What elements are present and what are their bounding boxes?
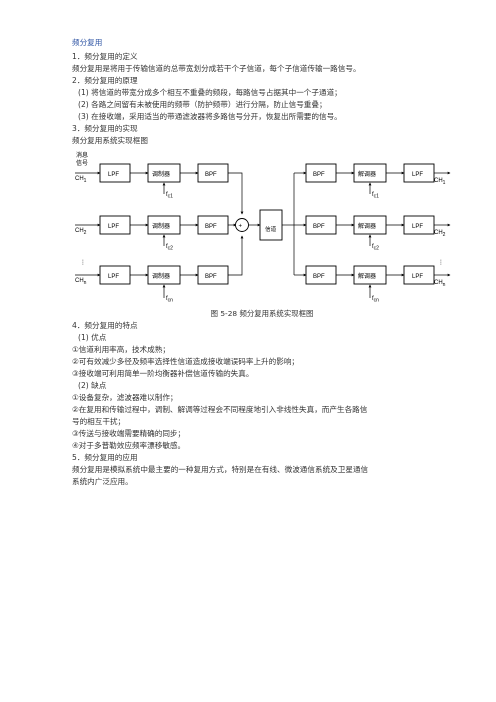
channel-label: 信道 bbox=[265, 225, 277, 233]
disadvantage-item: ②在复用和传输过程中，调制、解调等过程会不同程度地引入非线性失真，而产生各路信 bbox=[72, 405, 368, 414]
output-ch-2-label: CH2 bbox=[434, 230, 446, 238]
section-2-heading: 2．频分复用的原理 bbox=[72, 76, 138, 85]
svg-text:解调器: 解调器 bbox=[358, 272, 376, 280]
disadvantage-item: ④对于多普勒效应频率漂移敏感。 bbox=[72, 441, 186, 450]
svg-text:LPF: LPF bbox=[412, 224, 423, 230]
svg-text:BPF: BPF bbox=[313, 172, 325, 178]
svg-text:BPF: BPF bbox=[313, 224, 325, 230]
channel-row-n: CHn LPF 调制器 BPF fcn bbox=[75, 235, 244, 304]
svg-text:BPF: BPF bbox=[313, 274, 325, 280]
ellipsis-left: ⋮ bbox=[80, 259, 86, 266]
bpf-tx-n-label: BPF bbox=[205, 274, 217, 280]
bpf-tx-1-label: BPF bbox=[205, 172, 217, 178]
channel-row-2: CH2 LPF 调制器 BPF fc2 bbox=[75, 215, 237, 252]
carrier-c2-label: fc2 bbox=[166, 244, 173, 252]
input-ch-2-label: CH2 bbox=[75, 228, 87, 236]
section-2-item: (1) 将信道的带宽分成多个相互不重叠的频段，每路信号占据其中一个子通道； bbox=[78, 88, 342, 97]
doc-title: 频分复用 bbox=[72, 38, 103, 47]
svg-text:解调器: 解调器 bbox=[358, 222, 376, 230]
input-ch-n-label: CHn bbox=[75, 278, 87, 286]
advantage-item: ②可有效减少多径及频率选择性信道造成接收端误码率上升的影响； bbox=[72, 357, 300, 366]
output-ch-1-label: CH1 bbox=[434, 178, 446, 186]
channel-row-1: CH1 LPF 调制器 BPF fc1 bbox=[75, 163, 244, 215]
advantage-item: ③接收端可利用简单一阶均衡器补偿信道传输的失真。 bbox=[72, 369, 254, 378]
section-2-item: (2) 各路之间留有未被使用的频带（防护频带）进行分隔，防止信号重叠； bbox=[78, 100, 327, 109]
advantages-heading: (1) 优点 bbox=[78, 333, 107, 342]
svg-text:LPF: LPF bbox=[412, 274, 423, 280]
input-label-line1: 消息 bbox=[76, 151, 88, 159]
channel-block bbox=[259, 209, 283, 241]
section-2-item: (3) 在接收端，采用适当的带通滤波器将多路信号分开，恢复出所需要的信号。 bbox=[78, 112, 342, 121]
modulator-1-label: 调制器 bbox=[152, 170, 170, 178]
lpf-tx-1-label: LPF bbox=[108, 172, 119, 178]
section-5-body-line: 系统内广泛应用。 bbox=[72, 477, 133, 486]
rx-row-2: BPF 解调器 LPF CH2 fc2 bbox=[305, 215, 451, 252]
section-3-heading: 3．频分复用的实现 bbox=[72, 124, 138, 133]
section-3-subheading: 频分复用系统实现框图 bbox=[72, 136, 148, 145]
summer-plus: + bbox=[239, 224, 243, 230]
figure-caption: 图 5-28 频分复用系统实现框图 bbox=[210, 309, 314, 318]
svg-text:fc1: fc1 bbox=[372, 192, 379, 200]
svg-text:fcn: fcn bbox=[372, 296, 379, 304]
rx-row-n: BPF 解调器 LPF CHn fcn bbox=[305, 265, 451, 304]
svg-text:fc2: fc2 bbox=[372, 244, 379, 252]
section-4-heading: 4．频分复用的特点 bbox=[72, 321, 138, 330]
modulator-n-label: 调制器 bbox=[152, 272, 170, 280]
bpf-tx-2-label: BPF bbox=[205, 224, 217, 230]
section-5-body-line: 频分复用是模拟系统中最主要的一种复用方式，特别是在有线、微波通信系统及卫星通信 bbox=[72, 465, 369, 474]
disadvantages-heading: (2) 缺点 bbox=[78, 381, 107, 390]
lpf-tx-2-label: LPF bbox=[108, 224, 119, 230]
disadvantage-item: ①设备复杂，滤波器难以制作； bbox=[72, 393, 178, 402]
fdm-block-diagram: 消息 信号 CH1 LPF 调制器 BPF fc1 CH2 LPF 调制器 bbox=[75, 151, 451, 304]
section-5-heading: 5．频分复用的应用 bbox=[72, 453, 138, 462]
carrier-c1-label: fc1 bbox=[166, 192, 173, 200]
rx-row-1: BPF 解调器 LPF CH1 fc1 bbox=[305, 163, 451, 200]
output-ch-n-label: CHn bbox=[434, 280, 446, 288]
lpf-tx-n-label: LPF bbox=[108, 274, 119, 280]
svg-text:LPF: LPF bbox=[412, 172, 423, 178]
svg-text:解调器: 解调器 bbox=[358, 170, 376, 178]
input-ch-1-label: CH1 bbox=[75, 176, 87, 184]
section-1-heading: 1．频分复用的定义 bbox=[72, 52, 138, 61]
modulator-2-label: 调制器 bbox=[152, 222, 170, 230]
input-label-line2: 信号 bbox=[76, 159, 88, 167]
advantage-item: ①信道利用率高，技术成熟； bbox=[72, 345, 170, 354]
section-1-body: 频分复用是将用于传输信道的总带宽划分成若干个子信道，每个子信道传输一路信号。 bbox=[72, 64, 361, 73]
carrier-cn-label: fcn bbox=[166, 296, 173, 304]
disadvantage-item-cont: 号的相互干扰； bbox=[72, 417, 126, 426]
ellipsis-right: ⋮ bbox=[438, 259, 444, 266]
disadvantage-item: ③传送与接收端需要精确的同步； bbox=[72, 429, 186, 438]
